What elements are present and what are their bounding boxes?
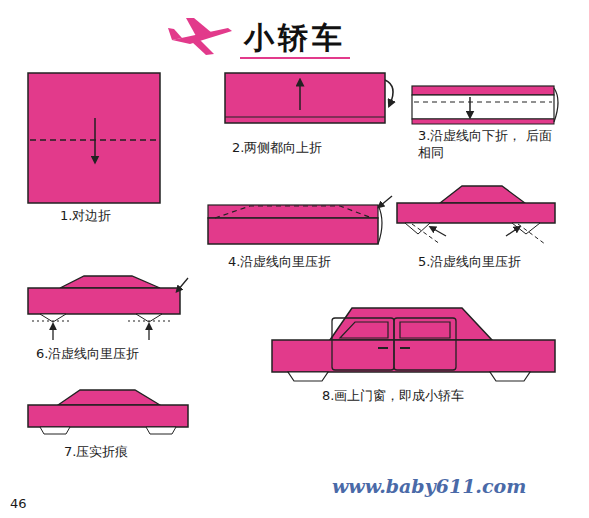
step-7 xyxy=(28,390,188,434)
step-5 xyxy=(397,186,555,244)
step-caption: 6.沿虚线向里压折 xyxy=(36,346,139,363)
step-6 xyxy=(28,276,188,340)
step-4 xyxy=(208,196,392,244)
step-1 xyxy=(28,73,160,203)
step-caption: 3.沿虚线向下折， 后面相同 xyxy=(418,128,560,162)
step-2 xyxy=(225,73,393,123)
watermark: www.baby611.com xyxy=(332,474,526,499)
step-caption: 4.沿虚线向里压折 xyxy=(228,254,331,271)
step-caption: 7.压实折痕 xyxy=(64,444,128,461)
step-8-car xyxy=(272,308,555,381)
page-title: 小轿车 xyxy=(244,18,346,57)
step-caption: 1.对边折 xyxy=(60,208,111,225)
step-caption: 5.沿虚线向里压折 xyxy=(418,254,521,271)
page-number: 46 xyxy=(10,496,27,513)
plane-icon xyxy=(168,18,232,55)
step-caption: 8.画上门窗，即成小轿车 xyxy=(322,388,464,405)
step-3 xyxy=(412,86,558,124)
step-caption: 2.两侧都向上折 xyxy=(232,140,322,157)
title-rule xyxy=(240,57,350,59)
